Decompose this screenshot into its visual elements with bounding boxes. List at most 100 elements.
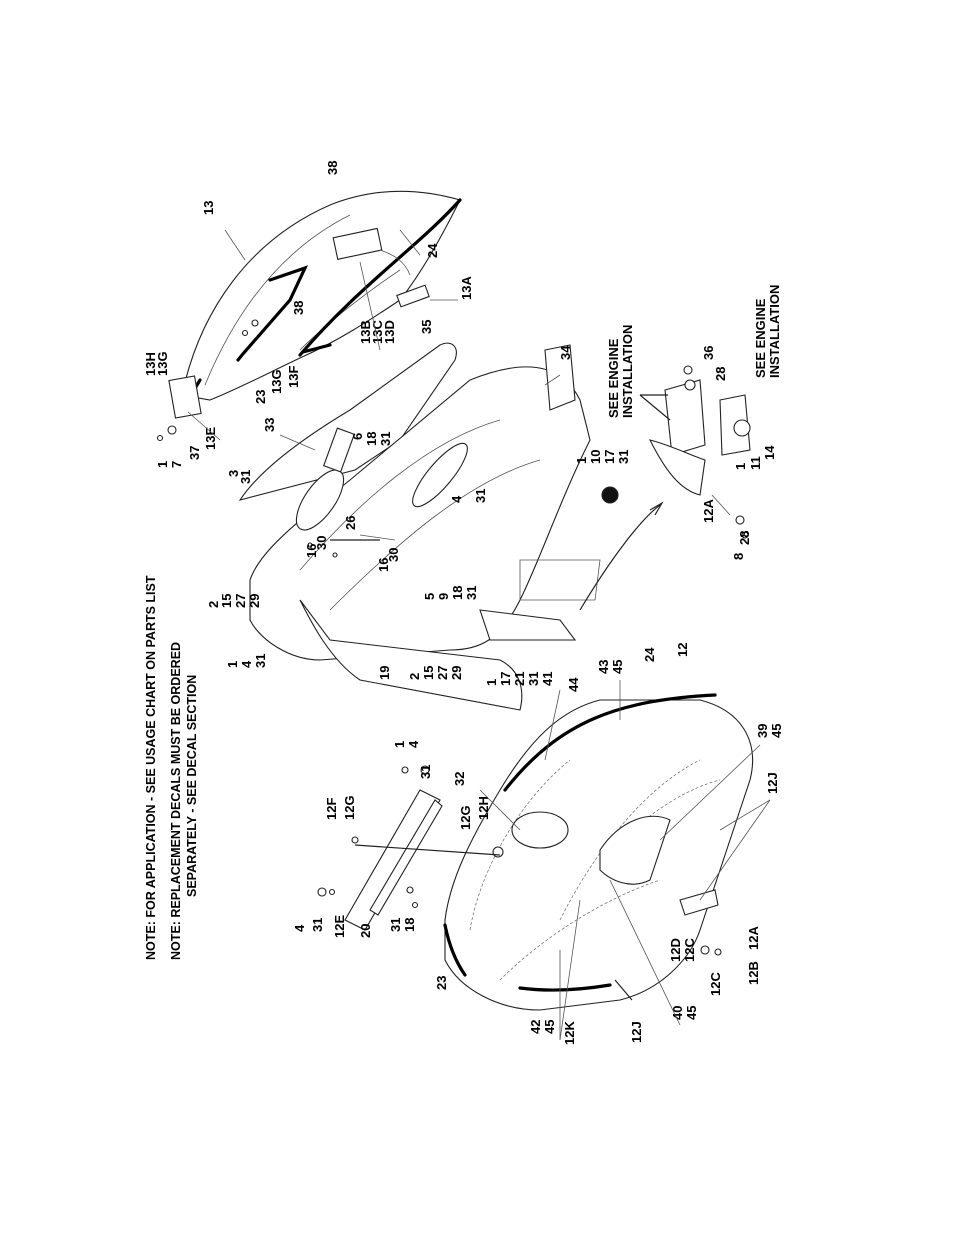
- callout-label: 4: [449, 495, 464, 503]
- callout-label: 6: [350, 433, 365, 440]
- callout-label: 16: [304, 544, 319, 558]
- callout-label: 4: [292, 924, 307, 932]
- callout-label: 17: [498, 672, 513, 686]
- callout-label: 14: [762, 445, 777, 460]
- callout-label: 35: [419, 320, 434, 334]
- notes-block: NOTE: FOR APPLICATION - SEE USAGE CHART …: [144, 575, 199, 960]
- callout-label: 13C: [370, 320, 385, 344]
- callout-label: 37: [187, 446, 202, 460]
- callout-label: 18: [364, 432, 379, 446]
- callout-label: 43: [596, 660, 611, 674]
- callout-label: 38: [291, 301, 306, 315]
- note-line-2: NOTE: REPLACEMENT DECALS MUST BE ORDERED: [169, 642, 183, 960]
- callout-label: 13: [201, 201, 216, 215]
- callout-label: 12G: [342, 795, 357, 820]
- callout-label: 27: [435, 666, 450, 680]
- callout-label: 1: [225, 661, 240, 668]
- callout-label: 31: [310, 918, 325, 932]
- callout-label: 28: [713, 367, 728, 381]
- callout-labels: 38 13 24 13A 13B 13C 13D 38 13H 13G 23 1…: [143, 161, 784, 1045]
- hood-shell: [181, 190, 461, 401]
- callout-label: 42: [528, 1020, 543, 1034]
- note-line-1: NOTE: FOR APPLICATION - SEE USAGE CHART …: [144, 575, 158, 960]
- callout-label: 45: [769, 724, 784, 738]
- callout-label: 1: [733, 463, 748, 470]
- callout-label: 12A: [701, 499, 716, 523]
- callout-label: 31: [253, 654, 268, 668]
- see-engine-label: SEE ENGINE: [606, 338, 621, 418]
- callout-label: 45: [684, 1006, 699, 1020]
- callout-label: 23: [253, 390, 268, 404]
- callout-label: 26: [343, 516, 358, 530]
- callout-label: 15: [219, 594, 234, 608]
- callout-label: 3: [226, 470, 241, 477]
- callout-label: 12H: [476, 796, 491, 820]
- callout-label: 45: [542, 1020, 557, 1034]
- callout-label: 5: [422, 593, 437, 600]
- callout-label: 45: [610, 660, 625, 674]
- callout-label: 12: [675, 643, 690, 657]
- callout-label: 28: [737, 531, 752, 545]
- callout-label: 23: [434, 976, 449, 990]
- callout-label: 10: [588, 450, 603, 464]
- callout-label: 31: [473, 489, 488, 503]
- callout-label: 33: [262, 418, 277, 432]
- callout-label: 12A: [746, 926, 761, 950]
- callout-label: 31: [388, 918, 403, 932]
- callout-label: 20: [358, 924, 373, 938]
- callout-label: 13E: [203, 427, 218, 450]
- callout-label: 12D: [668, 938, 683, 962]
- callout-label: 40: [670, 1006, 685, 1020]
- callout-label: 29: [449, 666, 464, 680]
- callout-label: 27: [233, 594, 248, 608]
- callout-label: 21: [512, 672, 527, 686]
- callout-label: 4: [239, 660, 254, 668]
- side-bracket: [317, 765, 504, 931]
- callout-label: 13G: [269, 369, 284, 394]
- hood-assembly: [156, 190, 462, 442]
- callout-label: 44: [566, 677, 581, 692]
- callout-label: 8: [731, 553, 746, 560]
- callout-label: 12K: [562, 1021, 577, 1045]
- callout-label: 24: [425, 243, 440, 258]
- callout-label: 17: [602, 450, 617, 464]
- callout-label: 12C: [682, 938, 697, 962]
- callout-label: 7: [169, 461, 184, 468]
- see-engine-label: INSTALLATION: [620, 325, 635, 418]
- callout-label: 31: [418, 765, 433, 779]
- callout-label: 32: [452, 772, 467, 786]
- callout-label: 12J: [629, 1021, 644, 1043]
- callout-label: 1: [484, 679, 499, 686]
- callout-label: 2: [407, 673, 422, 680]
- callout-label: 38: [325, 161, 340, 175]
- callout-label: 39: [755, 724, 770, 738]
- callout-label: 41: [540, 672, 555, 686]
- callout-label: 9: [436, 593, 451, 600]
- callout-label: 1: [155, 461, 170, 468]
- hood-edge-trim: [298, 198, 462, 357]
- callout-label: 12E: [332, 915, 347, 938]
- callout-label: 18: [450, 586, 465, 600]
- front-shroud: [443, 693, 754, 1011]
- callout-label: 19: [377, 666, 392, 680]
- callout-label: 29: [247, 594, 262, 608]
- note-line-3: SEPARATELY - SEE DECAL SECTION: [185, 675, 199, 897]
- callout-label: 4: [406, 740, 421, 748]
- callout-label: 13D: [382, 320, 397, 344]
- leader-lines: [187, 229, 771, 1041]
- callout-label: 2: [206, 601, 221, 608]
- callout-label: 31: [238, 470, 253, 484]
- callout-label: 13F: [286, 366, 301, 388]
- callout-label: 34: [558, 345, 573, 360]
- callout-label: 13A: [459, 276, 474, 300]
- callout-label: 30: [386, 548, 401, 562]
- callout-label: 12F: [324, 798, 339, 820]
- callout-label: 31: [616, 450, 631, 464]
- callout-label: 12G: [458, 805, 473, 830]
- frame-panel: [238, 342, 664, 711]
- callout-label: 11: [748, 456, 763, 470]
- callout-label: 13G: [155, 351, 170, 376]
- callout-label: 31: [464, 586, 479, 600]
- callout-label: 13B: [358, 320, 373, 344]
